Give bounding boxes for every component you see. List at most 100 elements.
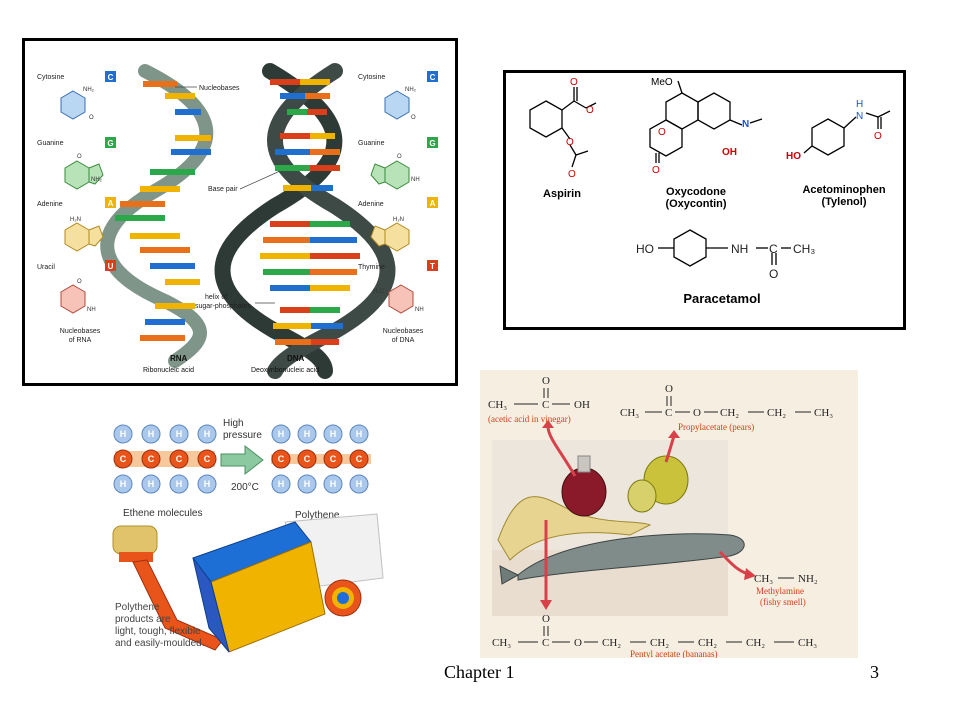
right-guanine-nh: NH <box>411 177 420 183</box>
label-base-pair: Base pair <box>208 186 238 193</box>
polythene-c-1: C <box>278 454 285 464</box>
left-cytosine-o: O <box>89 115 94 121</box>
left-base-name-4: Uracil <box>37 264 55 271</box>
propyl-f-3: O <box>693 407 701 419</box>
rna-title: RNA <box>170 354 188 363</box>
polythene-h-3: H <box>330 429 337 439</box>
right-code-1: C <box>430 73 436 82</box>
polythene-h-6: H <box>304 479 311 489</box>
footer-chapter: Chapter 1 <box>444 662 515 682</box>
ethene-h-5: H <box>120 479 127 489</box>
rna-caption-line1: Nucleobases <box>60 328 101 335</box>
rna-bases <box>115 81 211 341</box>
polythene-chain <box>271 424 371 494</box>
polythene-diagram: H H H H C C C C H H H H H H H H C C C C … <box>112 418 384 653</box>
reaction-arrow-icon <box>220 444 264 476</box>
acetaminophen-ring <box>811 118 845 156</box>
arrow-temperature: 200°C <box>231 482 259 493</box>
ethene-c-3: C <box>176 454 183 464</box>
paracetamol-ch3: CH₃ <box>793 242 815 256</box>
left-code-4: U <box>108 262 114 271</box>
ethene-c-1: C <box>120 454 127 464</box>
right-code-4: T <box>430 262 435 271</box>
polythene-products-illustration <box>112 513 384 653</box>
propyl-caption: Propylacetate (pears) <box>678 422 754 432</box>
propyl-f-4: CH₂ <box>720 407 739 419</box>
dna-rna-figure: Cytosine Guanine Adenine Uracil C G A U <box>22 38 458 386</box>
left-base-codes: C G A U <box>105 71 116 271</box>
aspirin-o-top: O <box>570 77 578 88</box>
paracetamol-nh: NH <box>731 242 748 256</box>
polythene-h-8: H <box>356 479 363 489</box>
methylamine-caption: (fishy smell) <box>760 597 806 607</box>
acetic-c: C <box>542 399 549 411</box>
rna-subtitle: Ribonucleic acid <box>143 367 194 374</box>
left-adenine-h2n: H₂N <box>70 217 81 223</box>
aspirin-label: Aspirin <box>543 188 581 200</box>
dna-subtitle: Deoxyribonucleic acid <box>251 367 319 374</box>
rna-backbone <box>100 64 214 368</box>
oxycodone-o-ketone: O <box>652 165 660 176</box>
polythene-c-2: C <box>304 454 311 464</box>
label-nucleobases: Nucleobases <box>199 85 240 92</box>
ethene-h-1: H <box>120 429 127 439</box>
ethene-h-3: H <box>176 429 183 439</box>
food-esters-figure: CH₃ C O OH (acetic acid in vinegar) CH₃ … <box>480 370 858 658</box>
left-cytosine-nh2: NH₂ <box>83 87 95 93</box>
ethene-label: Ethene molecules <box>123 508 203 519</box>
paracetamol-label: Paracetamol <box>683 291 760 306</box>
left-uracil-nh: NH <box>87 307 96 313</box>
methylamine-name: Methylamine <box>756 586 804 596</box>
pentyl-f-8: CH₃ <box>798 637 817 649</box>
right-thymine-nh: NH <box>415 307 424 313</box>
propyl-f-5: CH₂ <box>767 407 786 419</box>
pentyl-f-5: CH₂ <box>650 637 669 649</box>
oxycodone-o-bridge: O <box>658 127 666 138</box>
food-photo <box>492 440 745 616</box>
drug-structures-figure: O O O O MeO O O N OH H N O HO Aspirin Ox… <box>503 70 906 330</box>
pentyl-f-2: C <box>542 637 549 649</box>
polythene-caption-line2: products are <box>115 614 171 625</box>
left-code-3: A <box>108 199 114 208</box>
left-guanine-nh2: NH₂ <box>91 177 103 183</box>
right-cytosine-o: O <box>411 115 416 121</box>
pentyl-f-3: O <box>574 637 582 649</box>
polythene-h-2: H <box>304 429 311 439</box>
pentyl-o-top: O <box>542 613 550 625</box>
dna-rna-diagram: Cytosine Guanine Adenine Uracil C G A U <box>37 63 438 379</box>
ethene-h-6: H <box>148 479 155 489</box>
ethene-molecules <box>113 424 217 494</box>
polythene-h-5: H <box>278 479 285 489</box>
drug-structures-diagram: O O O O MeO O O N OH H N O HO Aspirin Ox… <box>529 77 891 306</box>
left-base-name-3: Adenine <box>37 201 63 208</box>
ethene-h-8: H <box>204 479 211 489</box>
ethene-c-2: C <box>148 454 155 464</box>
pentyl-f-7: CH₂ <box>746 637 765 649</box>
acetaminophen-label-line1: Acetominophen <box>802 184 885 196</box>
propyl-f-6: CH₃ <box>814 407 833 419</box>
polythene-caption-line3: light, tough, flexible <box>115 626 201 637</box>
polythene-h-4: H <box>356 429 363 439</box>
polythene-h-1: H <box>278 429 285 439</box>
methylamine-ch3: CH₃ <box>754 573 773 585</box>
acetaminophen-o: O <box>874 131 882 142</box>
acetic-oh: OH <box>574 399 590 411</box>
polythene-figure: H H H H C C C C H H H H H H H H C C C C … <box>105 418 385 660</box>
footer-page-number: 3 <box>870 662 879 682</box>
oxycodone-ring-c <box>649 119 683 157</box>
left-uracil-o: O <box>77 279 82 285</box>
pointer-arrows <box>540 420 756 610</box>
pentyl-f-1: CH₃ <box>492 637 511 649</box>
propyl-o-top: O <box>665 383 673 395</box>
acetic-ch3: CH₃ <box>488 399 507 411</box>
left-code-2: G <box>107 139 113 148</box>
right-adenine-h2n: H₂N <box>393 217 404 223</box>
acetaminophen-n: N <box>856 111 863 122</box>
right-base-name-1: Cytosine <box>358 74 385 81</box>
propyl-f-1: CH₃ <box>620 407 639 419</box>
oxycodone-label-line1: Oxycodone <box>666 186 726 198</box>
dna-title: DNA <box>287 354 305 363</box>
dna-base-pairs <box>260 79 360 345</box>
ethene-h-7: H <box>176 479 183 489</box>
right-code-3: A <box>430 199 436 208</box>
